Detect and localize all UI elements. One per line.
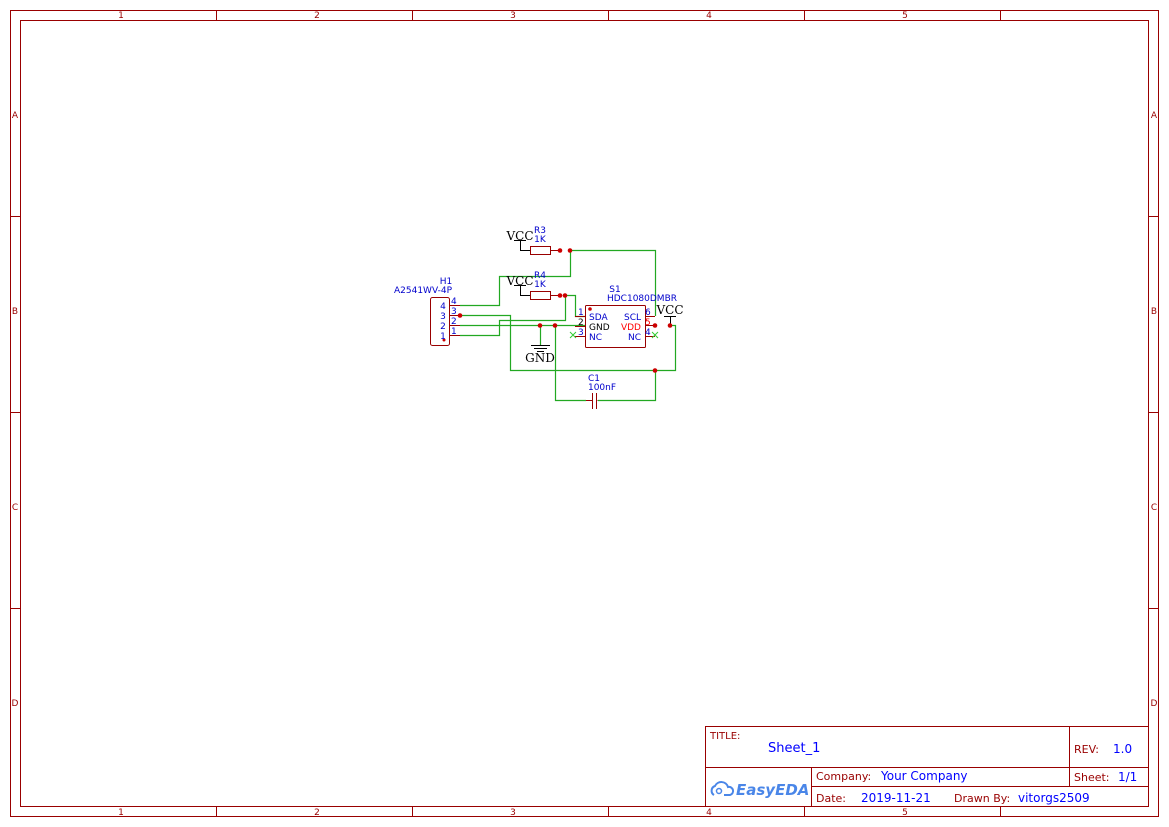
capacitor-c1[interactable]: C1 100nF bbox=[586, 374, 616, 409]
h1-value: A2541WV-4P bbox=[394, 286, 453, 296]
row-label: A bbox=[1151, 111, 1158, 121]
pin-number: 2 bbox=[440, 322, 446, 332]
resistor-r4[interactable]: VCC R4 1K bbox=[505, 271, 560, 300]
col-label: 1 bbox=[118, 808, 124, 818]
col-label: 1 bbox=[118, 11, 124, 21]
r3-ref: R3 bbox=[534, 226, 546, 236]
no-connect-icon bbox=[569, 331, 659, 339]
pin-name: VDD bbox=[621, 323, 641, 333]
gnd-symbol: GND bbox=[525, 345, 555, 365]
pin-number: 2 bbox=[451, 317, 457, 327]
r4-value: 1K bbox=[534, 280, 547, 290]
pin-number: 1 bbox=[451, 327, 457, 337]
col-label: 2 bbox=[314, 11, 320, 21]
r4-ref: R4 bbox=[534, 271, 546, 281]
pin-number: 3 bbox=[440, 312, 446, 322]
col-label: 4 bbox=[706, 808, 712, 818]
date-label: Date: bbox=[816, 792, 846, 805]
drawn-by-value: vitorgs2509 bbox=[1018, 791, 1090, 805]
pin-name: SCL bbox=[624, 313, 641, 323]
pin-name: NC bbox=[589, 333, 602, 343]
col-label: 5 bbox=[902, 11, 908, 21]
title-block: TITLE: Sheet_1 REV: 1.0 EasyEDA Company:… bbox=[705, 726, 1149, 807]
sheet-value: 1/1 bbox=[1118, 770, 1137, 784]
c1-ref: C1 bbox=[588, 374, 600, 384]
sheet-label: Sheet: bbox=[1074, 771, 1110, 784]
pin-number: 3 bbox=[451, 307, 457, 317]
connector-h1[interactable]: H1 A2541WV-4P 4 3 2 1 4 3 2 1 bbox=[394, 277, 460, 346]
row-label: D bbox=[1151, 699, 1158, 709]
row-label: B bbox=[12, 307, 18, 317]
pin-number: 6 bbox=[645, 308, 651, 318]
company-value: Your Company bbox=[880, 769, 968, 783]
col-label: 5 bbox=[902, 808, 908, 818]
company-label: Company: bbox=[816, 770, 871, 783]
rev-label: REV: bbox=[1074, 743, 1099, 756]
pin-number: 4 bbox=[451, 297, 457, 307]
wires bbox=[460, 249, 677, 402]
drawn-by-label: Drawn By: bbox=[954, 792, 1010, 805]
pin-number: 5 bbox=[645, 318, 651, 328]
s1-ref: S1 bbox=[609, 285, 620, 295]
pin-name: SDA bbox=[589, 313, 608, 323]
logo-text: EasyEDA bbox=[736, 781, 809, 799]
easyeda-logo: EasyEDA bbox=[710, 781, 809, 799]
pin-name: GND bbox=[589, 323, 610, 333]
col-label: 3 bbox=[510, 11, 516, 21]
date-value: 2019-11-21 bbox=[861, 791, 931, 805]
sheet-title: Sheet_1 bbox=[768, 741, 820, 756]
row-label: B bbox=[1151, 307, 1157, 317]
c1-value: 100nF bbox=[588, 383, 616, 393]
col-label: 3 bbox=[510, 808, 516, 818]
col-label: 4 bbox=[706, 11, 712, 21]
vcc-label: VCC bbox=[505, 229, 533, 243]
gnd-label: GND bbox=[525, 351, 555, 365]
vcc-label: VCC bbox=[505, 274, 533, 288]
vcc-label: VCC bbox=[655, 303, 683, 317]
rev-value: 1.0 bbox=[1113, 742, 1132, 756]
pin-number: 4 bbox=[645, 328, 651, 338]
r3-value: 1K bbox=[534, 235, 547, 245]
sheet-frame: 1 2 3 4 5 1 2 3 4 5 A B C D A B C D bbox=[10, 10, 1159, 818]
pin-number: 3 bbox=[578, 328, 584, 338]
s1-value: HDC1080DMBR bbox=[607, 294, 677, 304]
pin-number: 1 bbox=[578, 308, 584, 318]
h1-ref: H1 bbox=[440, 277, 453, 287]
vcc-symbol: VCC bbox=[655, 303, 684, 325]
row-label: D bbox=[12, 699, 19, 709]
pin-number: 2 bbox=[578, 318, 584, 328]
col-label: 2 bbox=[314, 808, 320, 818]
pin-name: NC bbox=[628, 333, 641, 343]
row-label: A bbox=[12, 111, 19, 121]
row-label: C bbox=[1151, 503, 1157, 513]
resistor-r3[interactable]: VCC R3 1K bbox=[505, 226, 560, 255]
title-label: TITLE: bbox=[709, 731, 740, 742]
junctions bbox=[457, 248, 673, 373]
pin-number: 1 bbox=[440, 332, 446, 342]
sensor-s1[interactable]: S1 HDC1080DMBR 1 2 3 6 5 4 SDA GND NC SC… bbox=[569, 285, 677, 348]
row-label: C bbox=[12, 503, 18, 513]
pin-number: 4 bbox=[440, 302, 446, 312]
